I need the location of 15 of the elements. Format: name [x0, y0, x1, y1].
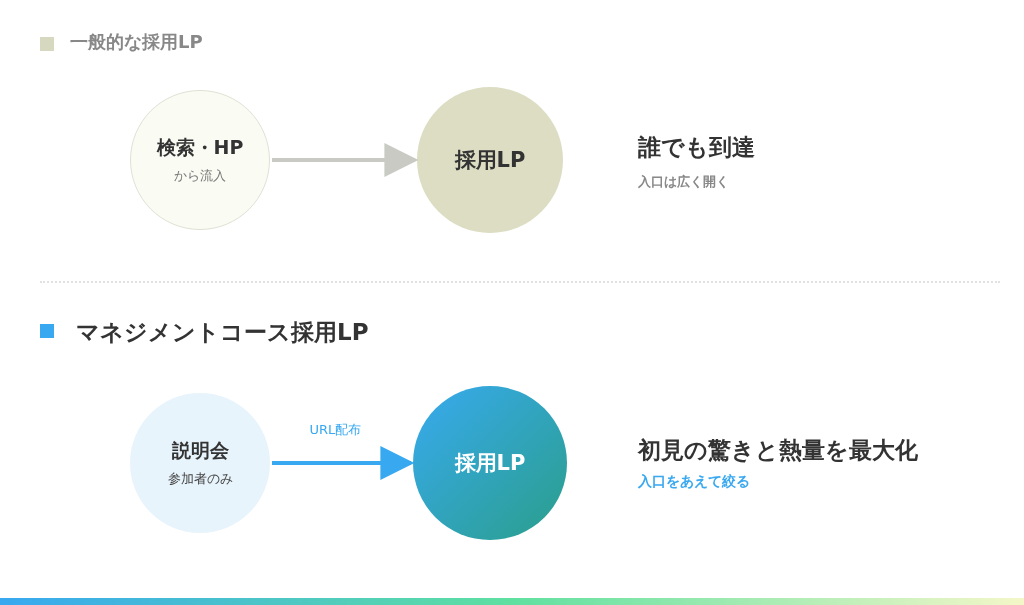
key-message: 初見の驚きと熱量を最大化	[638, 436, 918, 465]
section-heading: マネジメントコース採用LP	[76, 318, 369, 347]
node-title: 採用LP	[454, 450, 526, 477]
arrow	[272, 446, 415, 480]
section-heading: 一般的な採用LP	[70, 30, 203, 54]
arrow	[272, 143, 419, 177]
node-subtext: から流入	[174, 167, 226, 185]
sub-message: 入口をあえて絞る	[638, 473, 750, 491]
node-title: 検索・HP	[156, 135, 244, 160]
node-subtext: 参加者のみ	[167, 470, 233, 488]
edge-label: URL配布	[309, 421, 362, 439]
node-title: 採用LP	[454, 147, 526, 174]
node-title: 説明会	[171, 438, 229, 463]
key-message: 誰でも到達	[638, 133, 755, 162]
sub-message: 入口は広く開く	[638, 173, 729, 191]
